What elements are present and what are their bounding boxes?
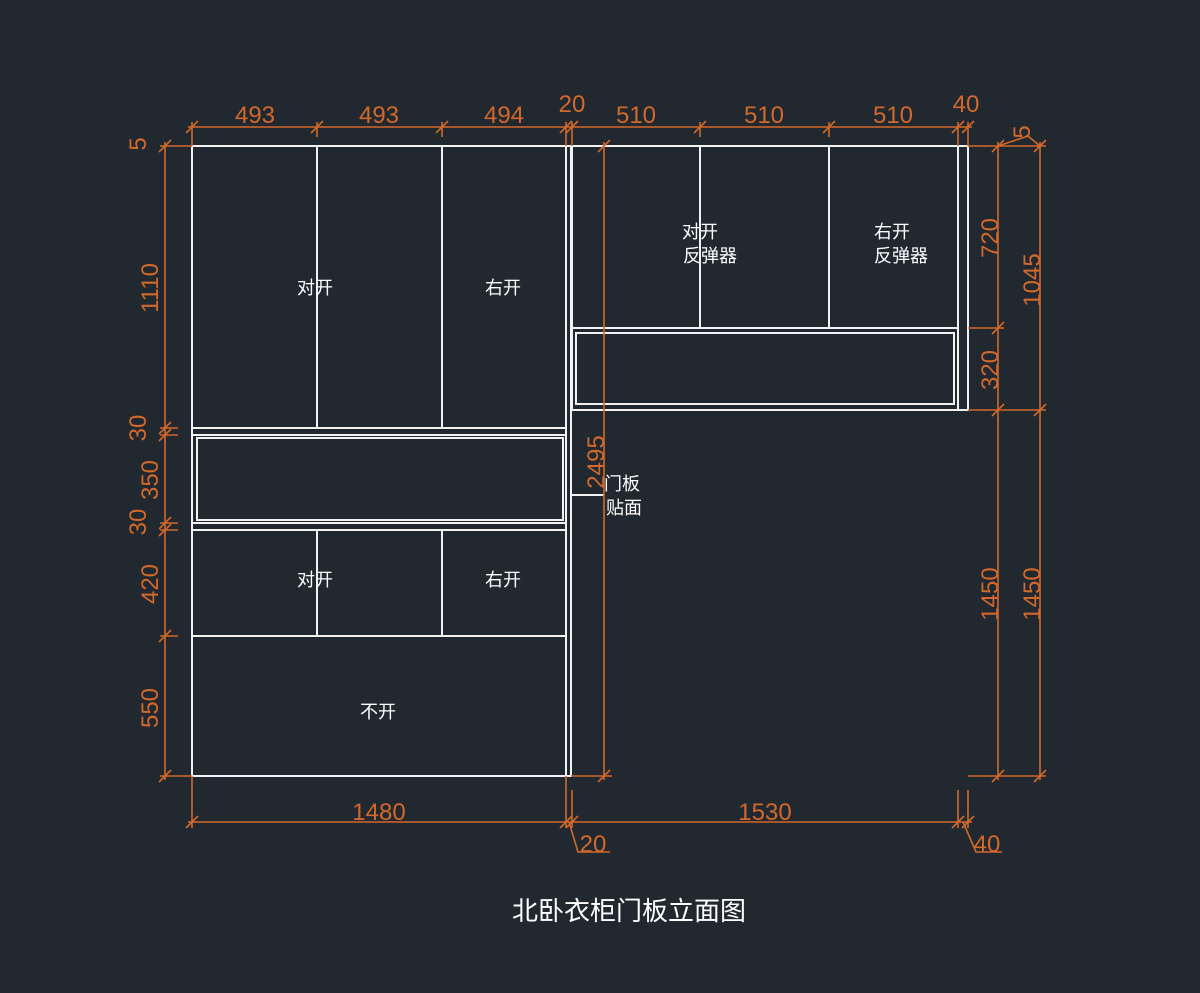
dim-top-left-3: 494 <box>484 102 524 129</box>
dim-top-right-1: 510 <box>616 102 656 129</box>
dim-top-right-gap: 40 <box>953 91 980 118</box>
dim-top-right-2: 510 <box>744 102 784 129</box>
dim-right-1045: 1045 <box>1019 253 1046 306</box>
bottom-extension-lines <box>191 776 969 828</box>
label-right-top-double-1: 对开 <box>682 222 718 243</box>
label-left-bottom-fixed: 不开 <box>360 702 396 723</box>
dim-left-420: 420 <box>137 564 164 604</box>
dim-bottom-1530: 1530 <box>738 799 791 826</box>
top-ticks <box>185 120 975 134</box>
right-cabinet-outline <box>571 145 959 411</box>
dim-right-320: 320 <box>977 350 1004 390</box>
dim-bottom-1480: 1480 <box>352 799 405 826</box>
dim-right-1450-outer: 1450 <box>1019 567 1046 620</box>
dim-top-right-3: 510 <box>873 102 913 129</box>
panel-outlines <box>191 145 969 777</box>
dimension-texts: 493 493 494 20 510 510 510 40 5 1110 30 … <box>125 91 1046 858</box>
dim-left-1110: 1110 <box>137 263 164 313</box>
dim-bottom-right-gap: 40 <box>974 831 1001 858</box>
left-drawer-panel <box>196 437 564 521</box>
dim-right-5: 5 <box>1009 125 1036 138</box>
bottom-ticks <box>185 815 975 829</box>
dim-right-720: 720 <box>977 218 1004 258</box>
panel-labels: 对开 右开 对开 右开 不开 对开 反弹器 右开 反弹器 门板 贴面 <box>297 222 928 723</box>
right-drawer-panel <box>575 332 955 405</box>
label-left-top-double: 对开 <box>297 278 333 299</box>
dim-left-30b: 30 <box>125 509 152 536</box>
dim-left-550: 550 <box>137 688 164 728</box>
label-right-top-double-2: 反弹器 <box>683 246 737 267</box>
top-extension-lines <box>191 122 969 146</box>
right-side-panel <box>957 145 969 411</box>
dim-right-1450-inner: 1450 <box>977 567 1004 620</box>
label-left-mid-right: 右开 <box>485 570 521 591</box>
dim-mid-2495: 2495 <box>583 435 610 488</box>
left-side-panel <box>565 145 572 777</box>
left-ticks <box>158 139 172 783</box>
dim-bottom-left-gap: 20 <box>580 831 607 858</box>
dim-top-left-2: 493 <box>359 102 399 129</box>
label-left-top-right: 右开 <box>485 278 521 299</box>
dim-top-gap: 20 <box>559 91 586 118</box>
dim-left-350: 350 <box>137 460 164 500</box>
drawing-title: 北卧衣柜门板立面图 <box>512 897 746 927</box>
left-cabinet-outline <box>191 145 567 777</box>
label-right-top-right-2: 反弹器 <box>874 246 928 267</box>
dim-left-5: 5 <box>125 137 152 150</box>
label-right-top-right-1: 右开 <box>874 222 910 243</box>
dim-top-left-1: 493 <box>235 102 275 129</box>
dimension-lines <box>158 120 1047 853</box>
label-side-panel-1: 门板 <box>604 474 640 495</box>
dim-left-30a: 30 <box>125 415 152 442</box>
label-side-panel-2: 贴面 <box>606 498 642 519</box>
label-left-mid-double: 对开 <box>297 570 333 591</box>
